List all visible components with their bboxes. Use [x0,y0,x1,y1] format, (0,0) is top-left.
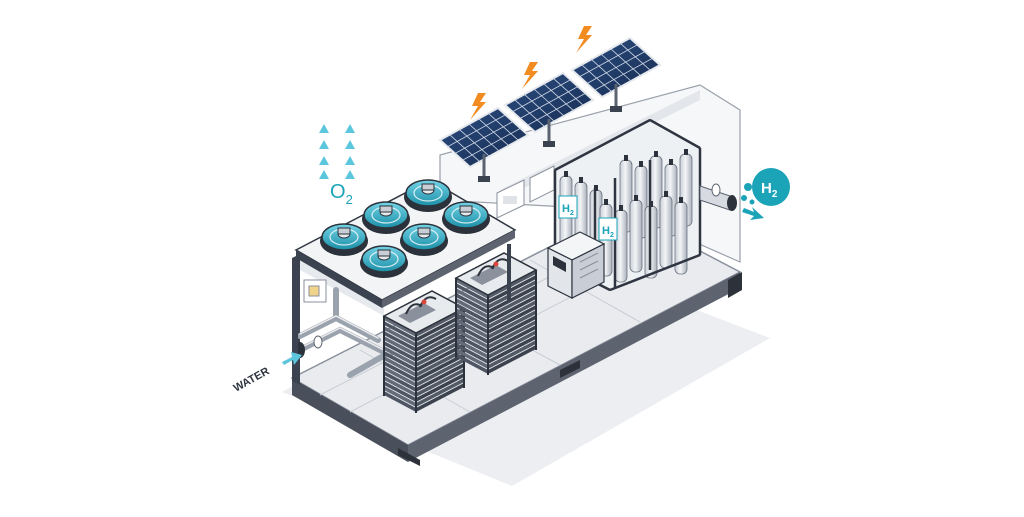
fan-icon [400,223,448,256]
pipe-highlights [299,315,391,354]
solar-panel [503,71,595,147]
water-label: WATER [232,365,272,394]
droplet-icon [319,140,329,149]
svg-text:H2: H2 [602,225,614,239]
svg-text:H2: H2 [761,180,778,200]
solar-panels [438,36,662,182]
droplet-icon [345,156,355,165]
fan-icon [320,223,368,256]
oxygen-droplets [319,124,355,179]
lightning-icon [522,62,538,89]
droplet-icon [319,156,329,165]
lightning-icon [470,93,486,120]
tank-icon [674,197,688,275]
lightning-icon [576,26,592,53]
fan-icon [442,201,490,234]
fan-icon [360,245,408,278]
arrow-right-icon [282,352,302,365]
pipe-network [297,287,393,378]
arrow-down-right-icon [742,207,764,220]
droplet-icon [345,170,355,179]
h2-outlet-pipe [699,183,737,211]
fan-icon [404,179,452,212]
tank-icon [659,191,673,269]
tank-h2-label-2: H2 [598,217,618,241]
tank-icon [614,205,628,283]
control-cabinet [546,231,606,299]
droplet-icon [319,170,329,179]
solar-panel [570,36,662,112]
droplet-icon [345,124,355,133]
tank-rack-frame [553,118,702,292]
tank-h2-label-1: H2 [558,195,578,219]
electrolyzer-stack-2 [454,252,538,375]
electrolyzer-stack-1 [382,290,466,413]
fan-icon [362,201,410,234]
svg-text:H2: H2 [562,203,574,217]
cooling-fans [320,179,490,278]
tank-icon [629,195,643,273]
solar-panel [438,106,530,182]
control-boxes [496,165,555,219]
h2-output-badge: H2 [741,168,790,206]
droplet-icon [319,124,329,133]
oxygen-label: O2 [330,181,353,207]
droplet-icon [345,140,355,149]
